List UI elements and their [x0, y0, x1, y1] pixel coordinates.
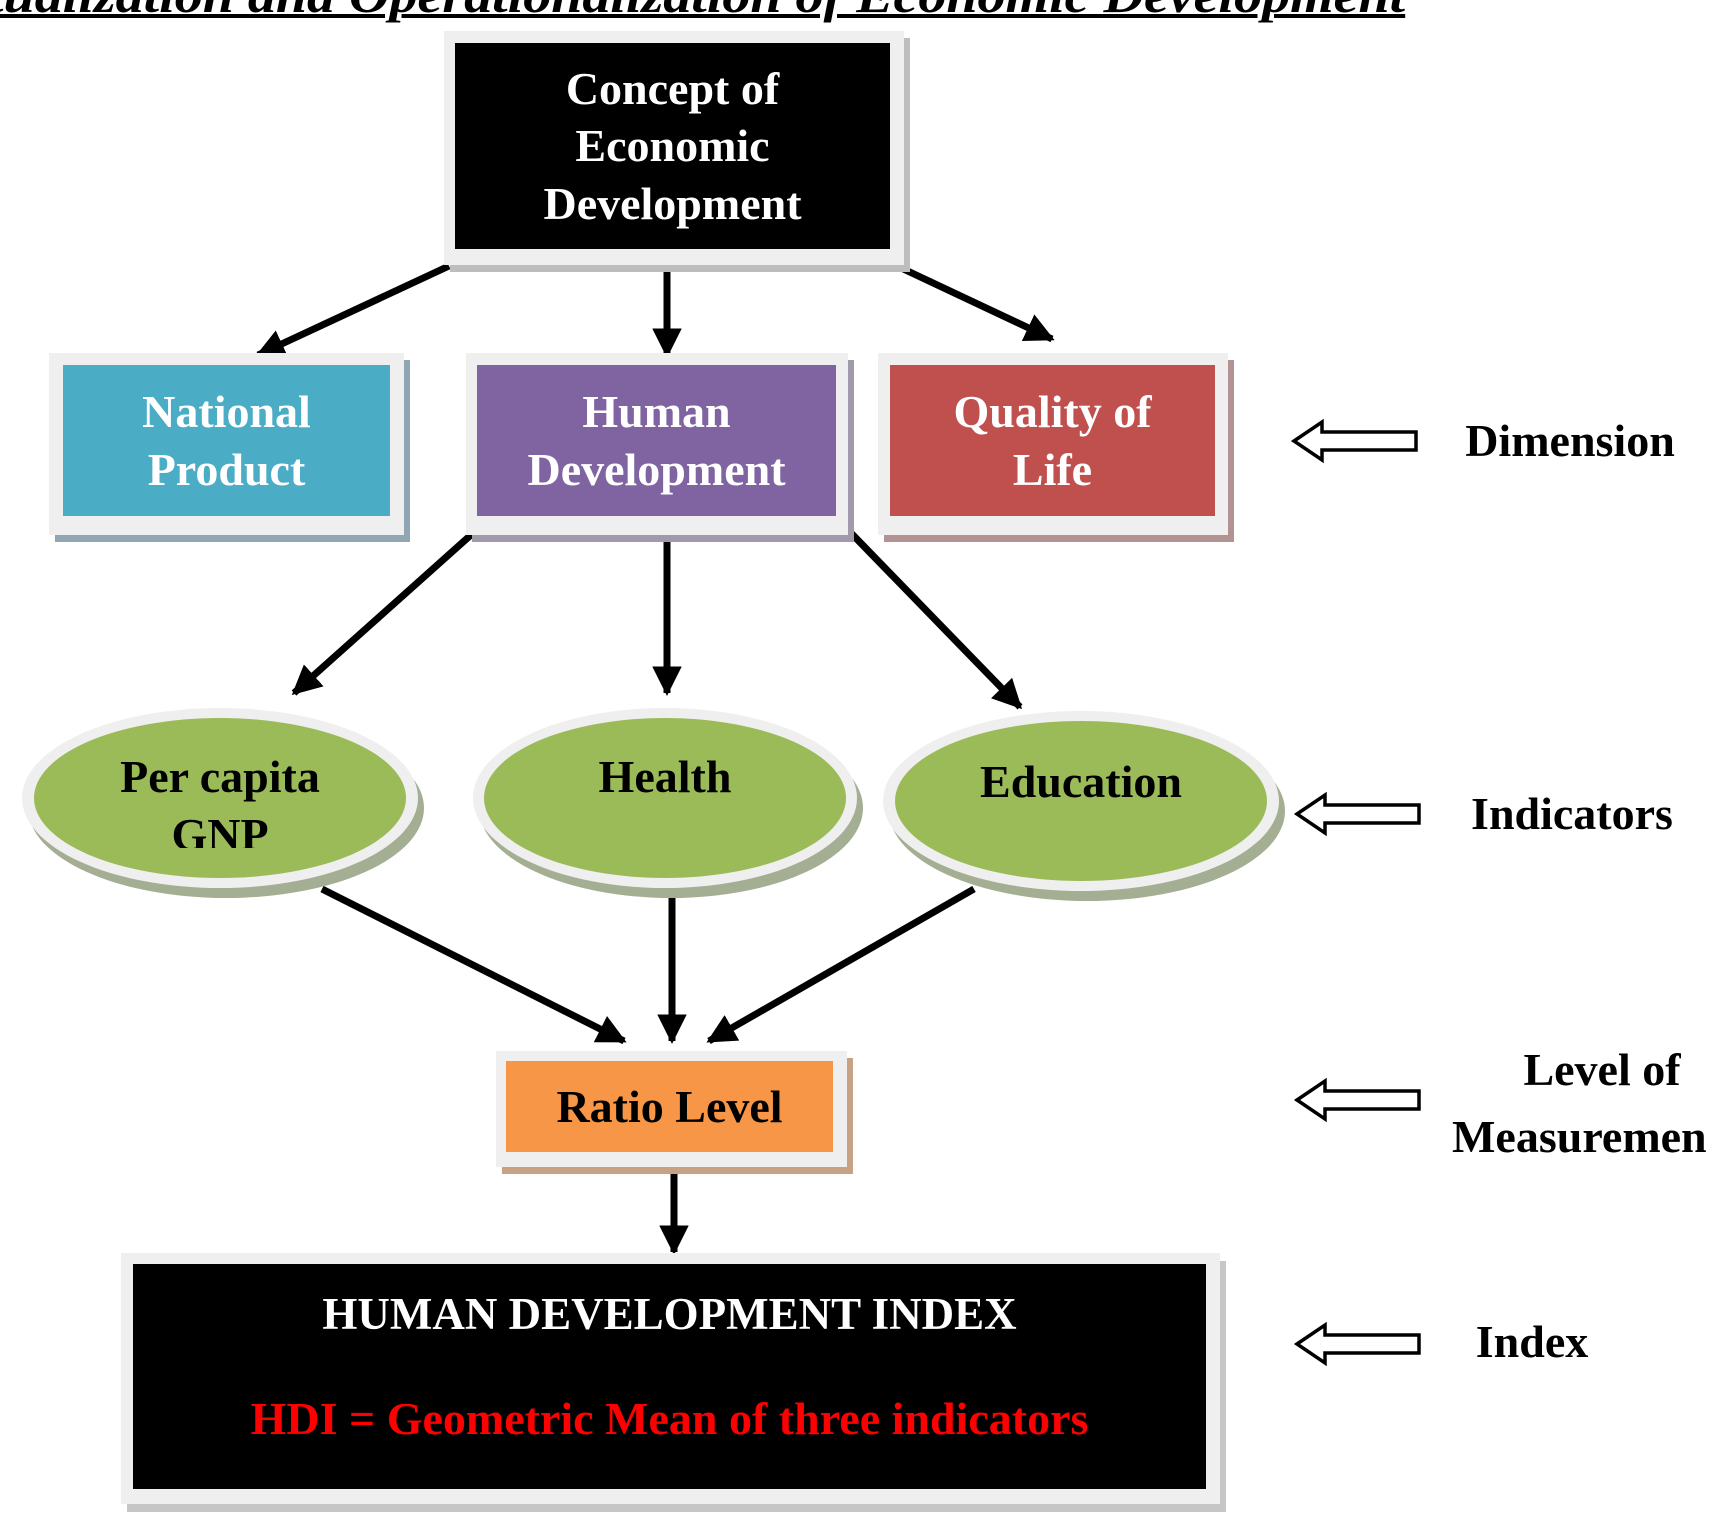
dimension-line: Development: [527, 443, 786, 495]
hollow-left-arrow-icon: [1293, 1077, 1421, 1123]
label-index: Index: [1475, 1316, 1589, 1367]
indicator-ellipse-health: [473, 708, 863, 898]
label-level-of-measurement: Level of Measuremen: [1452, 1037, 1721, 1170]
indicator-health-label: Health: [485, 748, 845, 808]
label-measurement-line: Level of: [1523, 1044, 1681, 1095]
concept-line: Concept of: [565, 62, 780, 114]
dimension-line: Life: [1012, 443, 1093, 495]
ratio-level-box: Ratio Level: [506, 1061, 833, 1152]
hollow-left-arrow-icon: [1293, 791, 1421, 837]
dimension-line: Quality of: [953, 386, 1152, 437]
dimension-line: Product: [147, 443, 306, 495]
arrow-concept-to-national-product: [255, 262, 451, 359]
indicator-line: Education: [980, 756, 1182, 807]
hdi-box: HUMAN DEVELOPMENT INDEX HDI = Geometric …: [133, 1264, 1206, 1489]
dimension-line: Human: [582, 386, 731, 437]
hdi-heading: HUMAN DEVELOPMENT INDEX: [322, 1289, 1017, 1339]
arrow-concept-to-quality-of-life: [895, 262, 1055, 343]
indicator-line: Per capita: [120, 751, 320, 802]
diagram-title: ptualization and Operationalization of E…: [0, 0, 1416, 24]
hollow-left-arrow-icon: [1293, 1321, 1421, 1367]
arrow-hd-to-education: [847, 529, 1023, 710]
ratio-level-label: Ratio Level: [556, 1080, 783, 1132]
indicator-line: Health: [598, 751, 732, 802]
label-dimension: Dimension: [1465, 415, 1675, 466]
dimension-quality-of-life: Quality of Life: [890, 365, 1215, 516]
arrow-hd-to-per-capita-gnp: [291, 531, 475, 696]
arrow-gnp-to-ratio: [320, 885, 627, 1045]
concept-line: Development: [543, 177, 802, 229]
arrow-education-to-ratio: [706, 885, 976, 1045]
concept-line: Economic: [575, 120, 770, 172]
dimension-national-product: National Product: [63, 365, 390, 516]
concept-box: Concept of Economic Development: [455, 43, 890, 249]
hdi-formula: HDI = Geometric Mean of three indicators: [250, 1393, 1089, 1445]
indicator-line: GNP: [171, 808, 269, 849]
indicator-per-capita-gnp-label: Per capita GNP: [40, 748, 400, 848]
indicator-ellipse-education: [883, 711, 1285, 901]
dimension-human-development: Human Development: [477, 365, 836, 516]
label-indicators: Indicators: [1471, 788, 1673, 839]
indicator-education-label: Education: [901, 753, 1261, 813]
label-measurement-line: Measuremen: [1452, 1110, 1707, 1162]
hollow-left-arrow-icon: [1290, 418, 1418, 464]
indicator-ellipse-per-capita-gnp: [22, 708, 424, 898]
dimension-line: National: [142, 386, 311, 437]
